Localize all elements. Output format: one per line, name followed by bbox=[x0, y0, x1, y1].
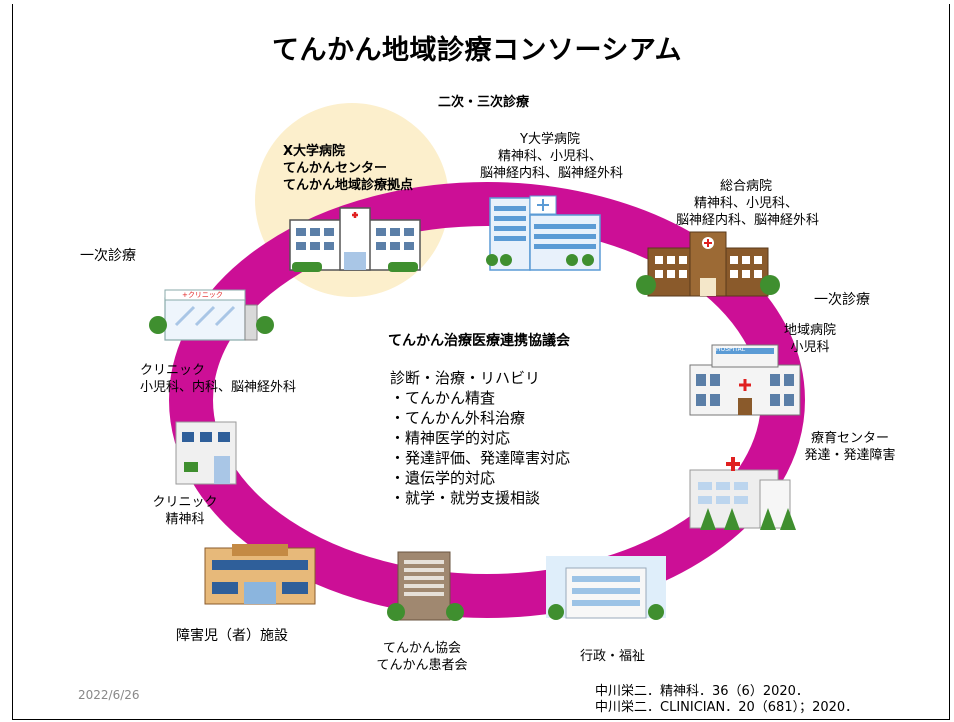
tier-label-primary-right: 一次診療 bbox=[814, 292, 870, 308]
y-univ-line-2: 精神科、小児科、 bbox=[497, 149, 602, 164]
council-item: ・精神医学的対応 bbox=[390, 429, 511, 447]
hub-line-2: てんかんセンター bbox=[283, 161, 388, 176]
disability-facility-icon bbox=[204, 544, 316, 605]
general-hospital-label: 総合病院 精神科、小児科、 脳神経内科、脳神経外科 bbox=[676, 178, 820, 229]
clinic-1-icon bbox=[149, 289, 274, 341]
clinic-2-line-2: 精神科 bbox=[165, 512, 205, 527]
slide-frame bbox=[12, 4, 950, 720]
y-univ-hospital-icon bbox=[486, 195, 601, 271]
slide-date: 2022/6/26 bbox=[78, 688, 140, 702]
hospital-sign: HOSPITAL bbox=[716, 346, 746, 353]
rehab-center-line-1: 療育センター bbox=[810, 431, 889, 446]
council-item: 診断・治療・リハビリ bbox=[390, 369, 541, 387]
clinic-1-line-2: 小児科、内科、脳神経外科 bbox=[140, 380, 297, 395]
council-item: ・発達評価、発達障害対応 bbox=[390, 449, 571, 467]
hub-line-1: X大学病院 bbox=[283, 144, 346, 159]
epilepsy-assoc-label: てんかん協会 てんかん患者会 bbox=[372, 640, 472, 674]
clinic-2-label: クリニック 精神科 bbox=[150, 494, 220, 528]
general-hospital-line-1: 総合病院 bbox=[719, 179, 772, 194]
council-title: てんかん治療医療連携協議会 bbox=[388, 333, 570, 349]
council-item: ・てんかん精査 bbox=[390, 389, 496, 407]
regional-hospital-label: 地域病院 小児科 bbox=[770, 322, 850, 356]
administration-label: 行政・福祉 bbox=[580, 649, 646, 664]
council-items: 診断・治療・リハビリ ・てんかん精査 ・てんかん外科治療 ・精神医学的対応 ・発… bbox=[390, 368, 570, 508]
regional-hospital-line-1: 地域病院 bbox=[783, 323, 836, 338]
general-hospital-line-3: 脳神経内科、脳神経外科 bbox=[676, 213, 820, 228]
y-univ-line-3: 脳神経内科、脳神経外科 bbox=[480, 166, 624, 181]
clinic-1-line-1: クリニック bbox=[140, 363, 206, 378]
regional-hospital-icon bbox=[689, 344, 801, 416]
epilepsy-assoc-line-1: てんかん協会 bbox=[382, 641, 461, 656]
x-univ-hospital-icon bbox=[289, 207, 421, 272]
epilepsy-assoc-line-2: てんかん患者会 bbox=[376, 658, 468, 673]
citations: 中川栄二．精神科．36（6）2020． 中川栄二．CLINICIAN．20（68… bbox=[595, 684, 858, 716]
hub-label: X大学病院 てんかんセンター てんかん地域診療拠点 bbox=[283, 143, 413, 194]
rehab-center-line-2: 発達・発達障害 bbox=[804, 448, 896, 463]
clinic-sign: +クリニック bbox=[182, 291, 223, 299]
council-item: ・遺伝学的対応 bbox=[390, 469, 496, 487]
disability-facility-label: 障害児（者）施設 bbox=[176, 628, 288, 644]
y-univ-label: Y大学病院 精神科、小児科、 脳神経内科、脳神経外科 bbox=[480, 131, 624, 182]
tier-label-secondary-tertiary: 二次・三次診療 bbox=[438, 95, 530, 110]
administration-icon bbox=[546, 556, 666, 620]
general-hospital-icon bbox=[636, 231, 780, 297]
council-item: ・就学・就労支援相談 bbox=[390, 489, 541, 507]
citation-line: 中川栄二．精神科．36（6）2020． bbox=[595, 684, 809, 699]
rehab-center-label: 療育センター 発達・発達障害 bbox=[790, 430, 910, 464]
citation-line: 中川栄二．CLINICIAN．20（681）；2020． bbox=[595, 700, 859, 715]
hub-line-3: てんかん地域診療拠点 bbox=[283, 178, 414, 193]
clinic-2-line-1: クリニック bbox=[152, 495, 218, 510]
rehab-center-icon bbox=[689, 457, 796, 530]
regional-hospital-line-2: 小児科 bbox=[790, 340, 830, 355]
general-hospital-line-2: 精神科、小児科、 bbox=[693, 196, 798, 211]
clinic-2-icon bbox=[175, 421, 237, 485]
council-item: ・てんかん外科治療 bbox=[390, 409, 526, 427]
clinic-1-label: クリニック 小児科、内科、脳神経外科 bbox=[140, 362, 296, 396]
y-univ-line-1: Y大学病院 bbox=[520, 132, 580, 147]
page-title: てんかん地域診療コンソーシアム bbox=[271, 35, 683, 66]
tier-label-primary-left: 一次診療 bbox=[80, 248, 136, 264]
epilepsy-assoc-icon bbox=[387, 551, 464, 621]
